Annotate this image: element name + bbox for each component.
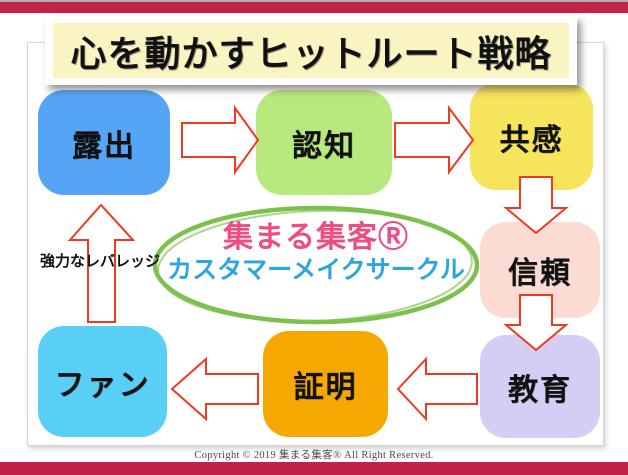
node-fan: ファン <box>38 326 167 437</box>
top-hairline <box>0 0 628 2</box>
bottom-accent-bar <box>0 462 628 475</box>
node-trust: 信頼 <box>480 222 600 318</box>
top-accent-bar <box>0 2 628 13</box>
node-exposure: 露出 <box>38 90 170 195</box>
node-empathy: 共感 <box>470 83 593 190</box>
leverage-annotation: 強力なレバレッジ <box>40 253 161 270</box>
brand-name-text: 集まる集客Ⓡ <box>223 221 409 254</box>
node-education-label: 教育 <box>508 373 572 407</box>
circle-name-text: カスタマーメイクサークル <box>167 256 465 284</box>
node-trust-label: 信頼 <box>508 257 572 290</box>
node-proof-label: 証明 <box>293 371 358 404</box>
copyright-text: Copyright © 2019 集まる集客® All Right Reserv… <box>194 450 434 461</box>
node-education: 教育 <box>480 335 600 438</box>
page-title: 心を動かすヒットルート戦略 <box>70 32 552 74</box>
node-fan-label: ファン <box>54 368 151 402</box>
node-awareness-label: 認知 <box>292 129 356 163</box>
node-exposure-label: 露出 <box>72 129 136 163</box>
node-empathy-label: 共感 <box>499 123 564 157</box>
title-banner: 心を動かすヒットルート戦略 <box>45 16 577 85</box>
node-awareness: 認知 <box>256 90 392 195</box>
node-proof: 証明 <box>263 331 388 437</box>
title-banner-inner: 心を動かすヒットルート戦略 <box>53 23 569 78</box>
center-label: 集まる集客Ⓡ カスタマーメイクサークル <box>146 221 486 285</box>
